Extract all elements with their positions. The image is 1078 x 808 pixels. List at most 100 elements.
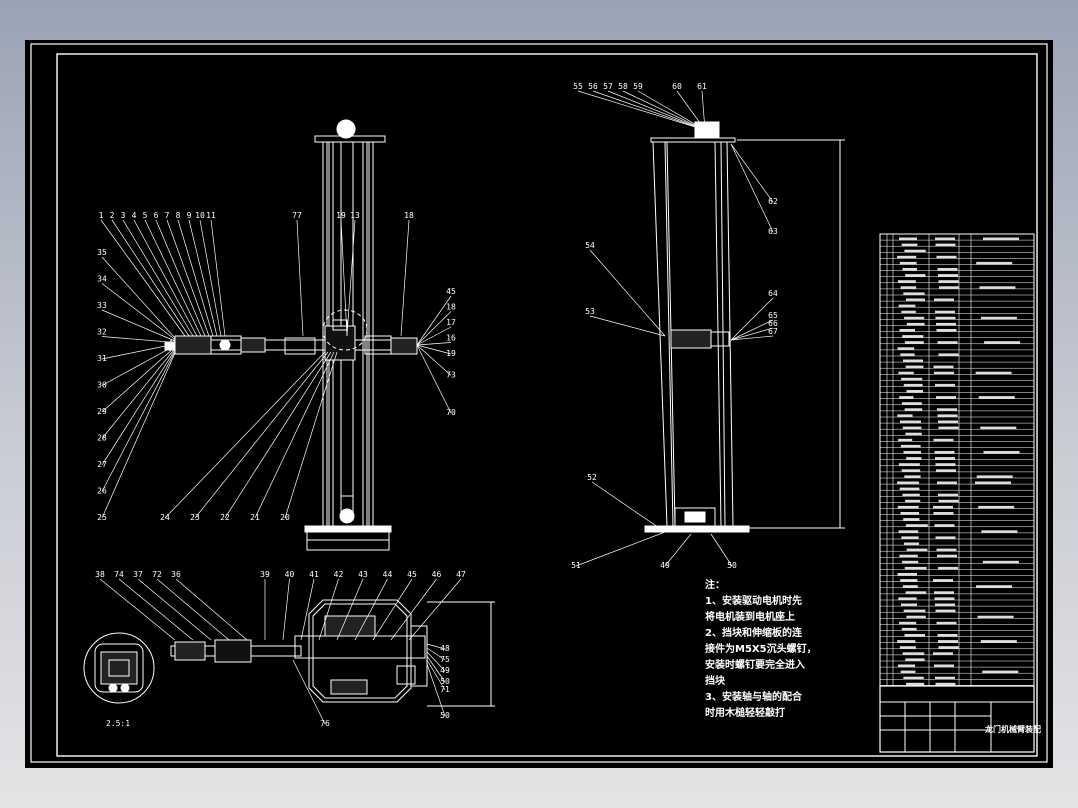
part-balloon: 63 bbox=[768, 227, 778, 236]
leader-line bbox=[284, 351, 338, 519]
parts-list-text-mark bbox=[901, 536, 919, 539]
part-balloon: 49 bbox=[660, 561, 670, 570]
leader-line bbox=[254, 351, 335, 519]
parts-list-text-mark bbox=[936, 329, 957, 332]
parts-list-text-mark bbox=[897, 481, 919, 485]
leader-line bbox=[101, 336, 176, 343]
part-balloon: 50 bbox=[440, 711, 450, 720]
parts-list-text-mark bbox=[934, 371, 954, 375]
parts-list-text-mark bbox=[938, 566, 958, 570]
parts-list-table bbox=[879, 233, 1035, 687]
leader-line bbox=[400, 219, 410, 337]
parts-list-text-mark bbox=[899, 237, 917, 241]
leader-line bbox=[175, 578, 248, 641]
part-balloon: 60 bbox=[672, 82, 682, 91]
leader-line bbox=[426, 651, 446, 672]
leader-line bbox=[416, 326, 452, 346]
part-balloon: 32 bbox=[97, 328, 107, 337]
note-line: 1、安装驱动电机时先 bbox=[705, 594, 802, 607]
drawing-title: 龙门机械臂装配 bbox=[984, 724, 1041, 734]
parts-list-text-mark bbox=[898, 463, 920, 466]
part-balloon: 16 bbox=[446, 334, 456, 343]
leader-line bbox=[591, 481, 666, 533]
parts-list-text-mark bbox=[897, 347, 915, 350]
parts-list-text-mark bbox=[938, 274, 958, 277]
part-balloon: 6 bbox=[154, 211, 159, 220]
parts-list-text-mark bbox=[905, 499, 921, 503]
parts-list-text-mark bbox=[984, 341, 1021, 344]
leader-line bbox=[101, 343, 176, 360]
parts-list-text-mark bbox=[901, 402, 922, 405]
leader-line bbox=[575, 531, 666, 567]
parts-list-text-mark bbox=[937, 268, 958, 271]
part-balloon: 19 bbox=[336, 211, 346, 220]
parts-list-text-mark bbox=[935, 603, 955, 607]
leader-line bbox=[589, 315, 666, 337]
parts-list-text-mark bbox=[901, 310, 916, 314]
part-balloon: 7 bbox=[165, 211, 170, 220]
front-view bbox=[164, 119, 418, 551]
part-balloon: 45 bbox=[446, 287, 456, 296]
part-balloon: 37 bbox=[133, 570, 143, 579]
part-balloon: 30 bbox=[97, 381, 107, 390]
leader-line bbox=[346, 219, 356, 337]
part-balloon: 34 bbox=[97, 275, 107, 284]
leader-line bbox=[730, 319, 774, 341]
parts-list-text-mark bbox=[934, 451, 955, 454]
leader-line bbox=[676, 90, 706, 131]
part-balloon: 31 bbox=[97, 354, 107, 363]
parts-list-text-mark bbox=[938, 353, 959, 356]
part-balloon: 72 bbox=[152, 570, 162, 579]
parts-list-text-mark bbox=[899, 261, 917, 265]
part-balloon: 17 bbox=[446, 318, 456, 327]
parts-list-text-mark bbox=[897, 280, 916, 283]
part-balloon: 42 bbox=[334, 570, 344, 579]
part-balloon: 10 bbox=[195, 211, 205, 220]
parts-list-text-mark bbox=[900, 353, 915, 356]
leader-line bbox=[101, 283, 176, 340]
leader-line bbox=[730, 143, 774, 203]
part-balloon: 62 bbox=[768, 197, 778, 206]
parts-list-text-mark bbox=[901, 377, 923, 381]
part-balloon: 58 bbox=[618, 82, 628, 91]
part-balloon: 2 bbox=[110, 211, 115, 220]
leader-line bbox=[133, 219, 198, 337]
part-balloon: 27 bbox=[97, 460, 107, 469]
part-balloon: 11 bbox=[206, 211, 216, 220]
parts-list-text-mark bbox=[904, 341, 924, 344]
leader-line bbox=[144, 219, 202, 337]
leader-line bbox=[730, 143, 774, 233]
parts-list-text-mark bbox=[978, 505, 1015, 509]
leader-line bbox=[416, 295, 452, 346]
leader-line bbox=[156, 578, 230, 641]
leader-line bbox=[416, 342, 452, 346]
leader-line bbox=[224, 351, 332, 519]
part-balloon: 43 bbox=[358, 570, 368, 579]
detail-scale: 2.5:1 bbox=[106, 719, 130, 728]
leader-line bbox=[100, 219, 186, 337]
part-balloon: 55 bbox=[573, 82, 583, 91]
leader-line bbox=[166, 219, 210, 337]
parts-list-text-mark bbox=[938, 646, 959, 649]
notes-block: 注： 1、安装驱动电机时先 将电机装到电机座上 2、挡块和伸缩板的连 接件为M5… bbox=[705, 578, 817, 719]
parts-list-text-mark bbox=[979, 286, 1016, 289]
parts-list-text-mark bbox=[933, 365, 954, 369]
parts-list-text-mark bbox=[904, 408, 923, 411]
leader-line bbox=[101, 309, 176, 342]
leader-line bbox=[111, 219, 190, 337]
leader-line bbox=[354, 578, 388, 641]
parts-list-text-mark bbox=[938, 640, 958, 643]
leader-line bbox=[372, 578, 413, 641]
parts-list-text-mark bbox=[978, 396, 1015, 399]
parts-list-text-mark bbox=[938, 426, 959, 430]
parts-list-text-mark bbox=[980, 640, 1017, 643]
parts-list-text-mark bbox=[935, 463, 956, 466]
parts-list-text-mark bbox=[936, 469, 956, 472]
part-balloon: 9 bbox=[187, 211, 192, 220]
parts-list-text-mark bbox=[906, 615, 926, 619]
leader-line bbox=[101, 256, 176, 339]
leader-line bbox=[296, 219, 304, 337]
parts-list-text-mark bbox=[937, 554, 957, 558]
